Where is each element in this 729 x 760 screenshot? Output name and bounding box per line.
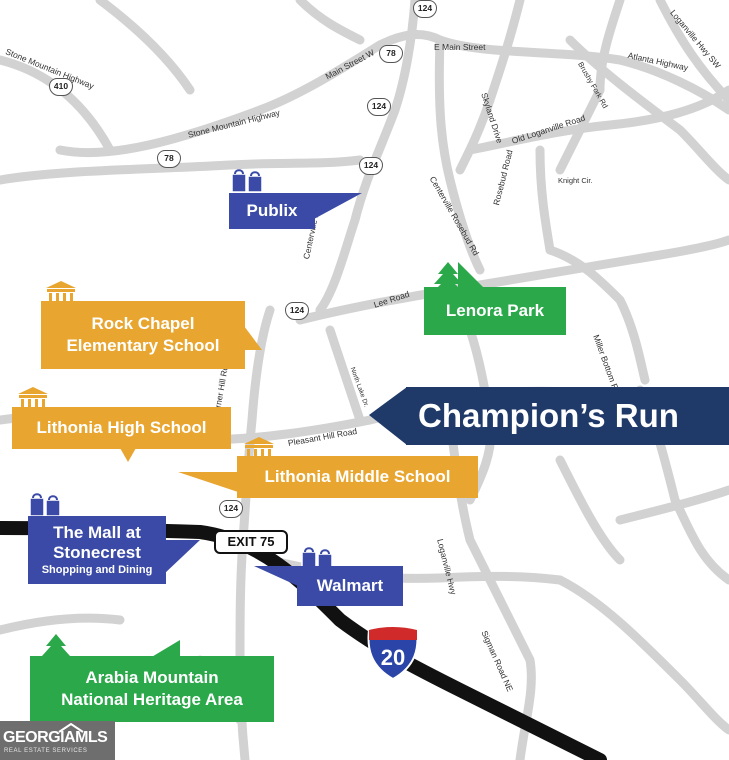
georgia-mls-logo: GEORGIAMLS REAL ESTATE SERVICES bbox=[0, 721, 115, 760]
lenora-park-label: Lenora Park bbox=[445, 301, 545, 320]
mall-label-line2: Stonecrest bbox=[53, 543, 141, 562]
highway-shield-124-b: 124 bbox=[367, 98, 391, 116]
rock-chapel-label-line2: Elementary School bbox=[66, 336, 220, 355]
rock-chapel-callout[interactable]: Rock Chapel Elementary School bbox=[41, 301, 245, 369]
mall-stonecrest-callout[interactable]: The Mall at Stonecrest Shopping and Dini… bbox=[28, 516, 166, 584]
publix-pointer bbox=[314, 193, 362, 219]
interstate-shield-icon bbox=[367, 626, 419, 681]
mall-label-line1: The Mall at bbox=[53, 523, 141, 542]
lenora-park-pointer bbox=[458, 262, 484, 288]
champions-run-callout[interactable]: Champion’s Run bbox=[406, 387, 729, 445]
shopping-bag-icon bbox=[29, 493, 61, 517]
publix-label: Publix bbox=[246, 201, 298, 220]
highway-shield-124-c: 124 bbox=[359, 157, 383, 175]
mall-pointer bbox=[164, 540, 200, 574]
lithonia-high-pointer bbox=[120, 448, 136, 462]
highway-shield-78-top: 78 bbox=[379, 45, 403, 63]
highway-shield-124-e: 124 bbox=[219, 500, 243, 518]
lithonia-high-label: Lithonia High School bbox=[36, 418, 207, 437]
roof-icon bbox=[58, 723, 84, 733]
arabia-label-line1: Arabia Mountain bbox=[85, 668, 219, 687]
mall-label-line3: Shopping and Dining bbox=[41, 564, 153, 576]
champions-run-pointer bbox=[369, 387, 407, 445]
lithonia-middle-label: Lithonia Middle School bbox=[264, 467, 451, 486]
lenora-park-callout[interactable]: Lenora Park bbox=[424, 287, 566, 335]
shopping-bag-icon bbox=[231, 169, 263, 193]
champions-run-label: Champion’s Run bbox=[418, 397, 679, 434]
highway-shield-78-left: 78 bbox=[157, 150, 181, 168]
road-label-knight-cir: Knight Cir. bbox=[558, 176, 593, 185]
arabia-label-line2: National Heritage Area bbox=[61, 690, 243, 709]
walmart-label: Walmart bbox=[316, 576, 384, 595]
walmart-pointer bbox=[254, 566, 298, 586]
highway-shield-410: 410 bbox=[49, 78, 73, 96]
exit-75-sign: EXIT 75 bbox=[214, 530, 288, 554]
arabia-mountain-callout[interactable]: Arabia Mountain National Heritage Area bbox=[30, 656, 274, 722]
logo-main-text: GEORGIAMLS bbox=[3, 729, 108, 746]
lithonia-high-callout[interactable]: Lithonia High School bbox=[12, 407, 231, 449]
publix-callout[interactable]: Publix bbox=[229, 193, 315, 229]
highway-shield-124-top: 124 bbox=[413, 0, 437, 18]
rock-chapel-pointer bbox=[244, 326, 262, 350]
interstate-number: 20 bbox=[380, 645, 406, 670]
highway-shield-124-d: 124 bbox=[285, 302, 309, 320]
walmart-callout[interactable]: Walmart bbox=[297, 566, 403, 606]
logo-sub-text: REAL ESTATE SERVICES bbox=[4, 748, 88, 754]
interstate-20-shield: 20 bbox=[366, 626, 420, 681]
road-label-e-main-street: E Main Street bbox=[434, 42, 486, 52]
lithonia-middle-pointer bbox=[178, 472, 238, 492]
rock-chapel-label-line1: Rock Chapel bbox=[91, 314, 195, 333]
lithonia-middle-callout[interactable]: Lithonia Middle School bbox=[237, 456, 478, 498]
arabia-pointer bbox=[150, 640, 180, 658]
